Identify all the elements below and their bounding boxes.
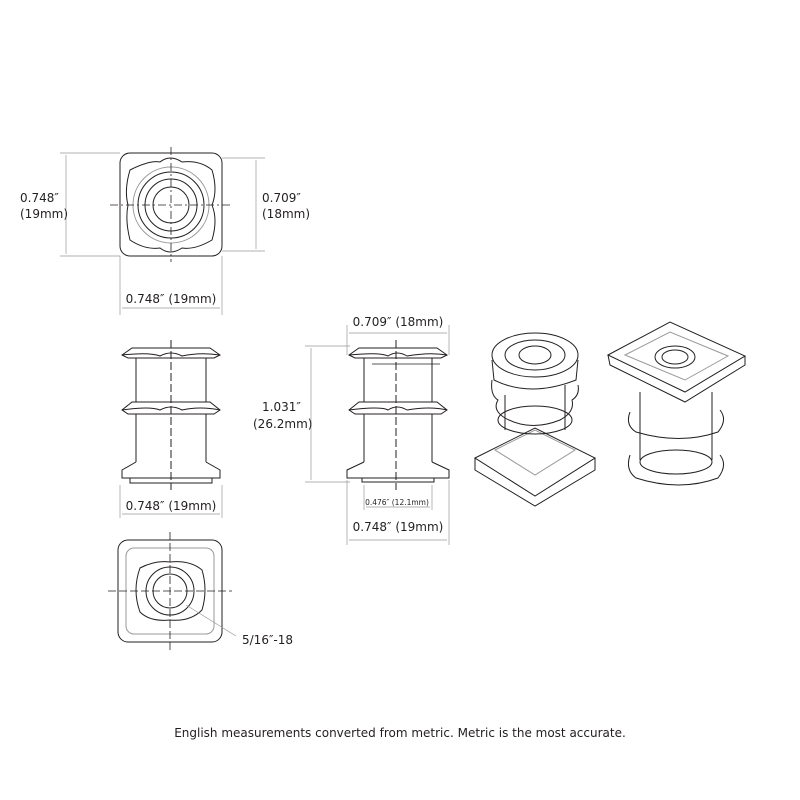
footer-note: English measurements converted from metr… [174,726,626,740]
side-view-left-width: 0.748″ (19mm) [125,499,217,513]
side-view-left [121,340,221,490]
side-view-dimensioned [346,340,450,490]
bottom-view [108,532,237,650]
side-view-dimension-lines [305,325,450,545]
top-view-inner-in: 0.709″ [262,191,301,205]
top-view-width: 0.748″ (19mm) [125,292,217,306]
side-view-bore: 0.476″ (12.1mm) [365,498,429,507]
side-view-base-width: 0.748″ (19mm) [352,520,444,534]
top-view-height-in: 0.748″ [20,191,59,205]
side-view-top-width: 0.709″ (18mm) [352,315,444,329]
top-view-dimensions [60,152,265,315]
top-view-inner-mm: (18mm) [262,207,311,221]
isometric-view-top-down [606,321,747,486]
top-view-height-mm: (19mm) [20,207,69,221]
side-view-left-dimensions [119,485,223,518]
side-view-height-in: 1.031″ [262,400,301,414]
side-view-height-mm: (26.2mm) [253,417,313,431]
thread-spec: 5/16″-18 [242,633,294,647]
isometric-view-bottom-up [473,332,597,507]
top-view [110,147,230,262]
